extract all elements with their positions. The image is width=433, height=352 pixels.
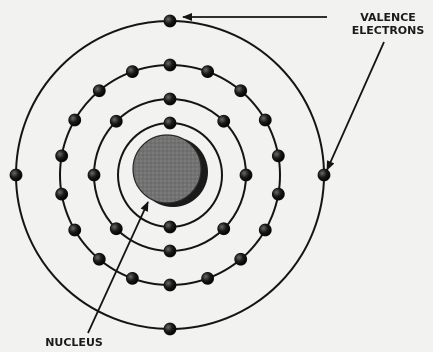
electron-shell-3 xyxy=(93,85,105,97)
electron-shell-3 xyxy=(272,188,284,200)
labels: VALENCE ELECTRONS NUCLEUS xyxy=(45,11,424,349)
electron-shell-3 xyxy=(69,114,81,126)
electron-shell-2 xyxy=(164,93,176,105)
electron-shell-3 xyxy=(235,85,247,97)
nucleus-label: NUCLEUS xyxy=(45,336,103,349)
electron-shell-1 xyxy=(164,117,176,129)
electron-shell-2 xyxy=(240,169,252,181)
electron-shell-3 xyxy=(164,279,176,291)
electron-shell-3 xyxy=(202,66,214,78)
electron-shell-3 xyxy=(259,224,271,236)
electron-shell-3 xyxy=(56,150,68,162)
electron-shell-2 xyxy=(218,115,230,127)
electron-shell-2 xyxy=(218,223,230,235)
electron-shell-3 xyxy=(164,59,176,71)
electron-shell-3 xyxy=(126,66,138,78)
valence-arrow-right xyxy=(327,42,384,170)
electron-shell-3 xyxy=(56,188,68,200)
nucleus xyxy=(133,135,208,207)
electron-shell-4-valence xyxy=(10,169,22,181)
valence-label-line2: ELECTRONS xyxy=(352,24,425,37)
nucleus-arrow xyxy=(88,202,148,333)
electron-shell-1 xyxy=(164,221,176,233)
electron-shell-3 xyxy=(202,272,214,284)
electron-shell-3 xyxy=(126,272,138,284)
electron-shell-3 xyxy=(93,253,105,265)
electron-shell-3 xyxy=(69,224,81,236)
electron-shell-4-valence xyxy=(318,169,330,181)
label-arrows xyxy=(88,17,384,333)
electron-shell-4-valence xyxy=(164,323,176,335)
valence-label-line1: VALENCE xyxy=(360,11,416,24)
electron-shell-2 xyxy=(164,245,176,257)
electron-shell-2 xyxy=(110,115,122,127)
electron-shell-4-valence xyxy=(164,15,176,27)
electron-shell-2 xyxy=(110,223,122,235)
nucleus-body xyxy=(133,135,201,203)
electron-shell-3 xyxy=(235,253,247,265)
electron-shell-3 xyxy=(259,114,271,126)
electron-shell-3 xyxy=(272,150,284,162)
electron-shell-2 xyxy=(88,169,100,181)
